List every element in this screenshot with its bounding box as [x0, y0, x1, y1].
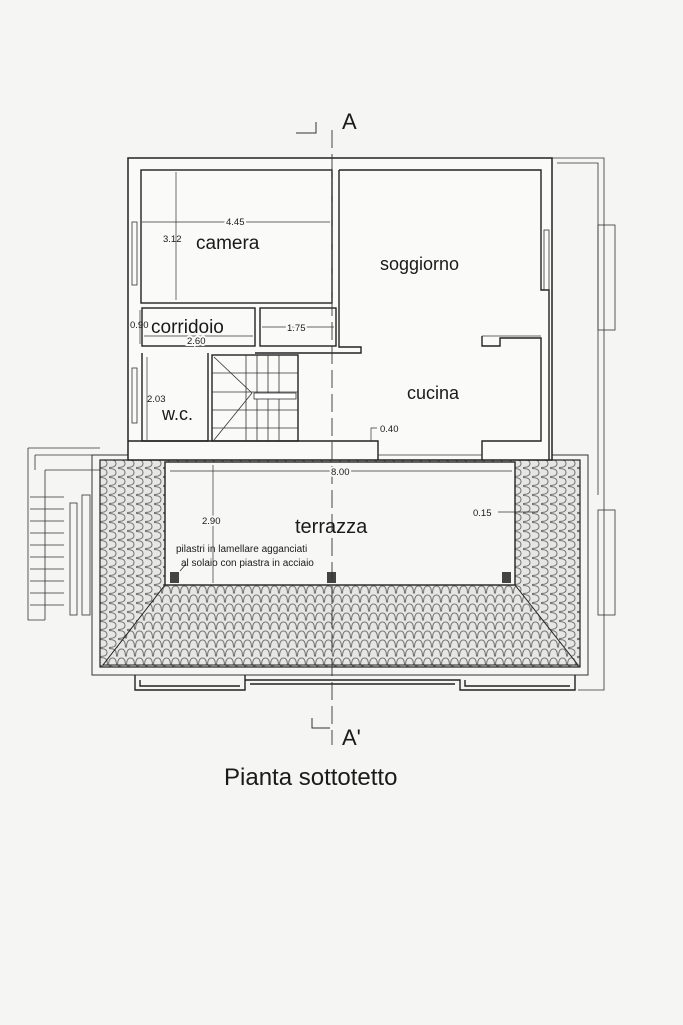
- section-mark-bottom: A': [342, 725, 361, 750]
- dim-terrazza-width: 8.00: [331, 467, 350, 478]
- roof-tiles: [91, 454, 589, 691]
- dimension-labels: 4.45 3.12 0.90 2.60 1.75 2.03 0.40 8.00 …: [130, 215, 492, 529]
- plan-title: Pianta sottotetto: [224, 764, 397, 791]
- dim-step: 0.40: [380, 424, 399, 435]
- dimension-lines: [139, 172, 538, 583]
- dim-wc-depth: 2.03: [147, 394, 166, 405]
- right-facade-outline: [552, 157, 616, 691]
- section-mark-top: A: [342, 109, 357, 134]
- dim-camera-depth: 3.12: [163, 234, 182, 245]
- external-staircase: [27, 447, 100, 621]
- dim-closet-width: 1.75: [287, 323, 306, 334]
- room-label-cucina: cucina: [407, 383, 460, 403]
- internal-staircase: [212, 355, 298, 441]
- dim-parapet: 0.15: [473, 508, 492, 519]
- room-label-camera: camera: [196, 233, 260, 254]
- room-label-terrazza: terrazza: [295, 516, 368, 538]
- steel-pillars: [170, 563, 511, 583]
- room-label-corridoio: corridoio: [151, 317, 224, 338]
- note-line-1: pilastri in lamellare agganciati: [176, 544, 307, 555]
- dim-terrazza-depth: 2.90: [202, 516, 221, 527]
- room-label-wc: w.c.: [161, 404, 193, 424]
- section-line: A A': [296, 109, 361, 750]
- dim-corridoio-depth: 0.90: [130, 320, 149, 331]
- note-line-2: al solaio con piastra in acciaio: [181, 558, 314, 569]
- room-label-soggiorno: soggiorno: [380, 254, 459, 274]
- dim-corridoio-width: 2.60: [187, 336, 206, 347]
- dim-camera-width: 4.45: [226, 217, 245, 228]
- building-walls: [127, 157, 553, 461]
